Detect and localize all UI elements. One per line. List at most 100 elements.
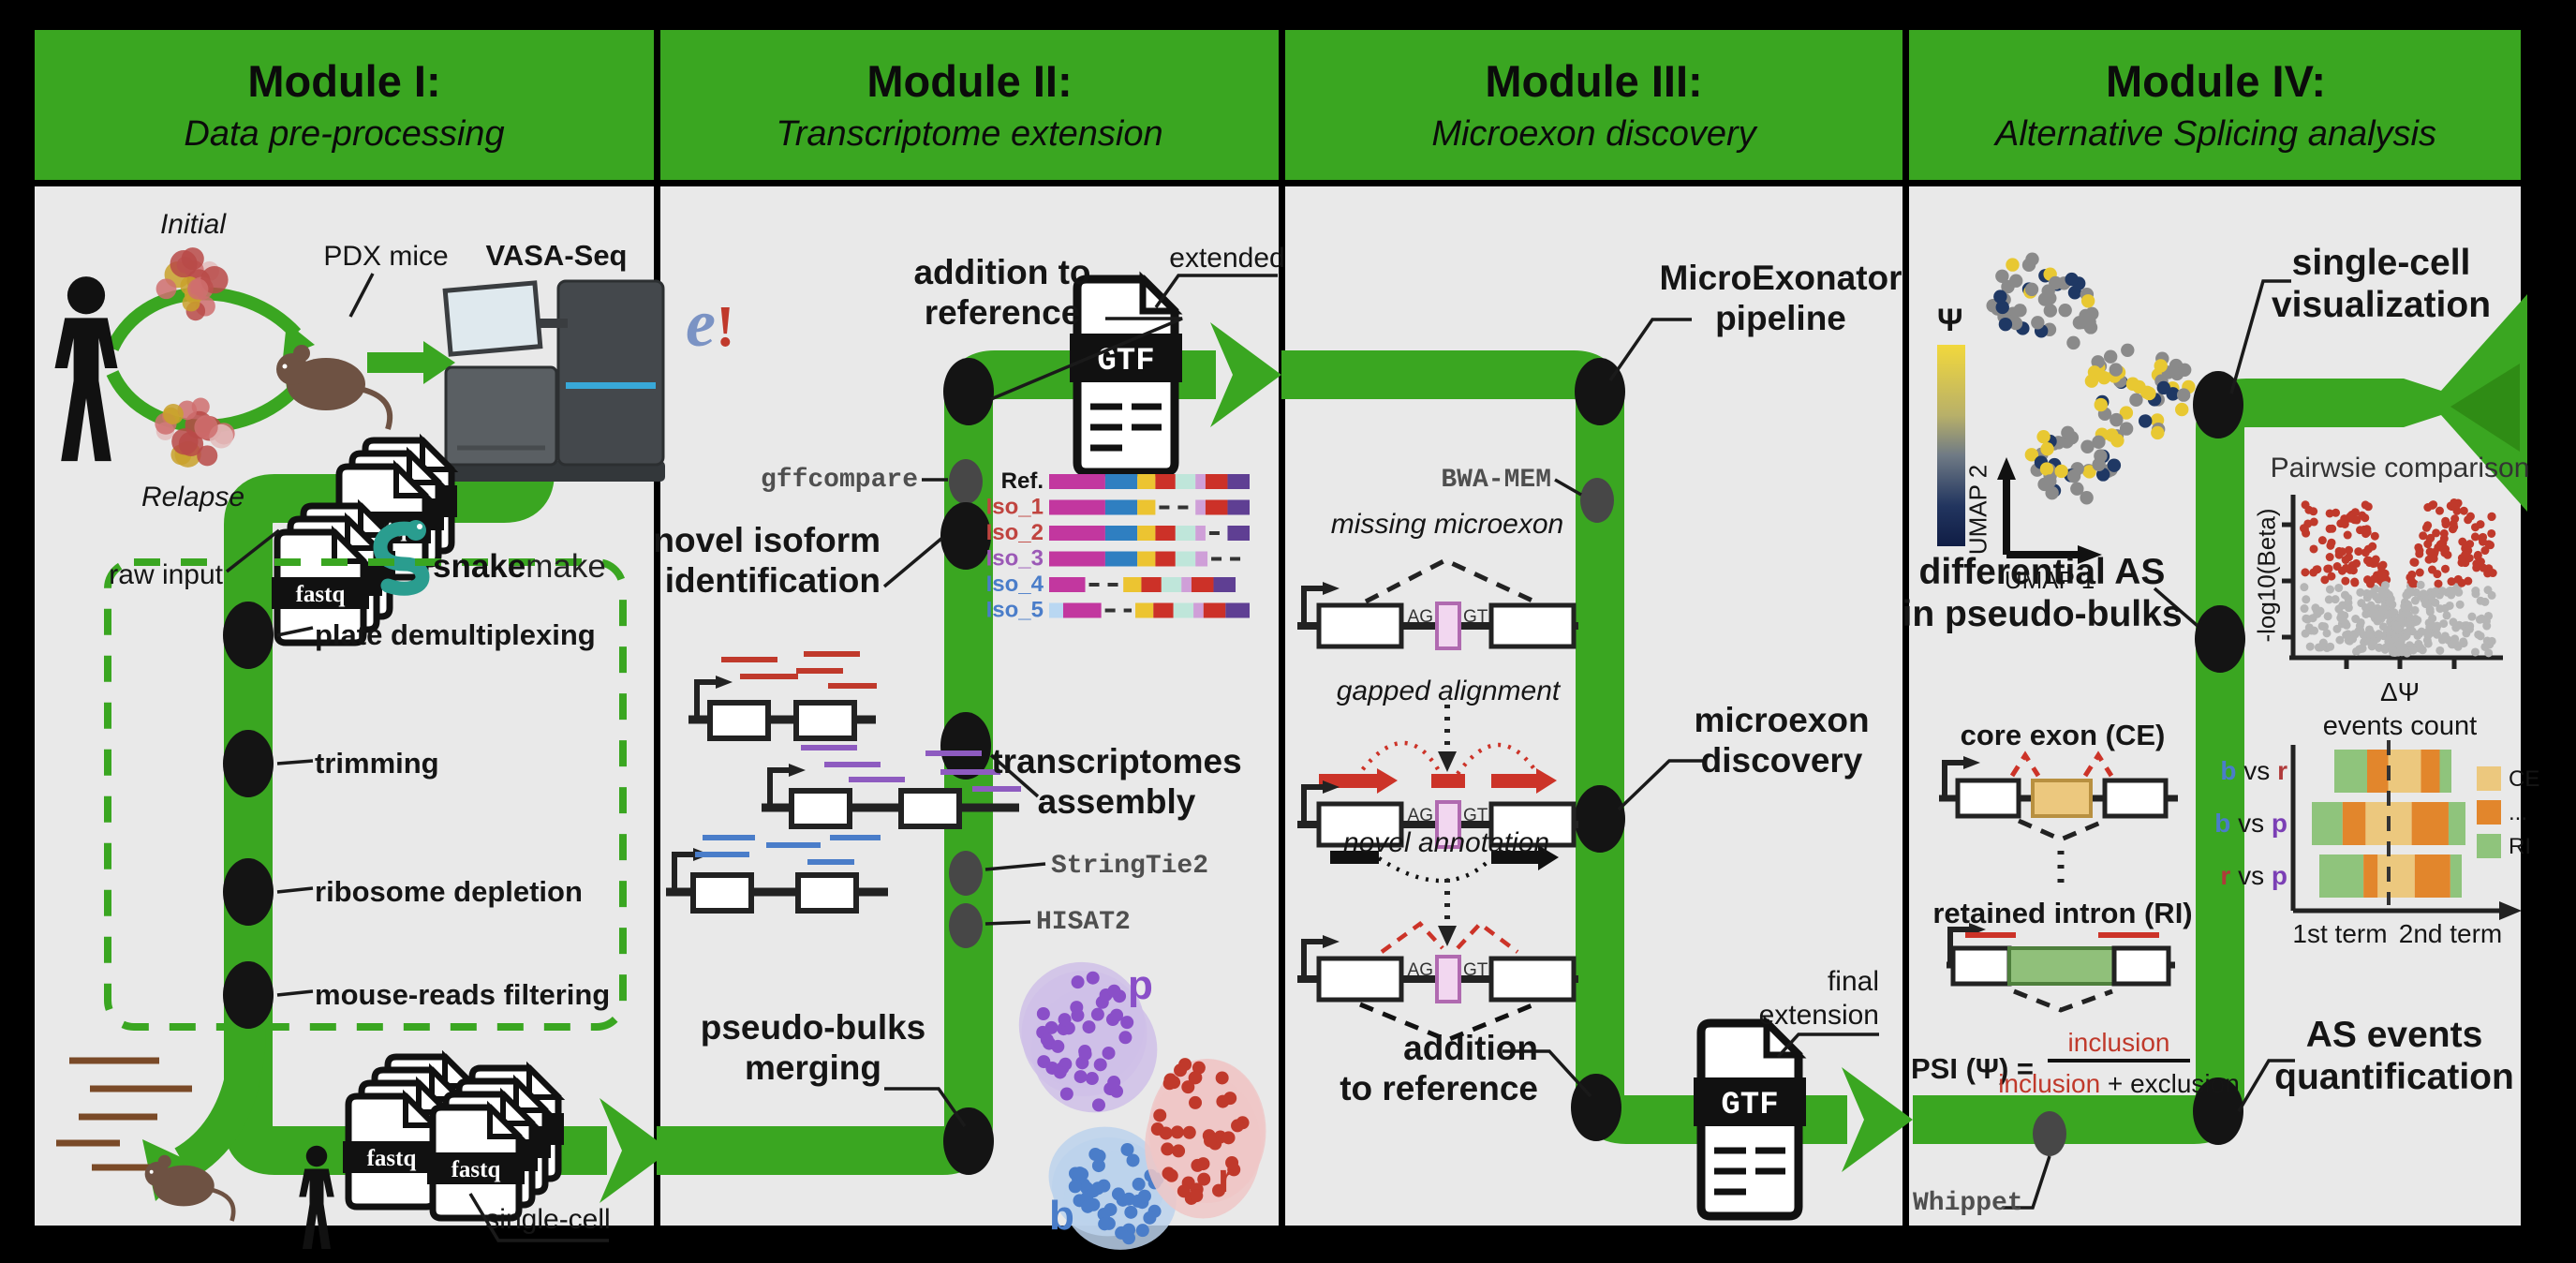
snakemake-rest: make	[526, 548, 606, 585]
legend-ce: CE	[2509, 766, 2540, 792]
initial-label: Initial	[159, 209, 227, 240]
ag-label: AG	[1408, 806, 1433, 825]
pseudobulk-clusters	[1018, 961, 1266, 1250]
module1-subtitle: Data pre-processing	[184, 114, 505, 154]
events-row-bvr: b vs r	[2220, 755, 2287, 787]
gt-label: GT	[1463, 960, 1488, 980]
divider-1	[654, 23, 660, 1232]
pdx-mice-label: PDX mice	[323, 241, 449, 272]
arrow-into-module3	[1210, 322, 1281, 427]
asq-line2: quantification	[2274, 1057, 2514, 1098]
addition-line2: reference	[924, 292, 1081, 332]
patient-icon	[54, 276, 118, 462]
bwa-mem-label: BWA-MEM	[1441, 466, 1551, 495]
m4-nodes	[2033, 371, 2245, 1156]
vasa-seq-label: VASA-Seq	[485, 239, 628, 272]
module4-subtitle: Alternative Splicing analysis	[1994, 114, 2436, 154]
tumor-initial-cells	[155, 247, 229, 321]
final-extension-label: final extension	[1759, 965, 1879, 1033]
row2-vs: vs	[2230, 809, 2272, 838]
row1-b: r	[2277, 756, 2287, 785]
missing-microexon-diagram: AG GT	[1297, 557, 1578, 650]
assembly-line2: assembly	[1037, 781, 1196, 821]
novel-isoform-line2: identification	[664, 560, 881, 600]
snakemake-dashed-box	[104, 558, 627, 1031]
module1-title: Module I:	[247, 56, 441, 106]
differential-line1: differential AS	[1918, 552, 2166, 592]
row3-vs: vs	[2230, 861, 2272, 890]
addition2-line1: addition	[1403, 1029, 1538, 1067]
psi-colorbar	[1937, 345, 1965, 546]
addition-to-reference2-label: addition to reference	[1340, 1029, 1538, 1109]
leader-lines	[225, 273, 2295, 1242]
svg-text:Iso_2: Iso_2	[986, 520, 1044, 545]
extended-label: extended	[1169, 243, 1285, 274]
relapse-label: Relapse	[141, 482, 245, 513]
module3-subtitle: Microexon discovery	[1431, 114, 1756, 154]
gapped-alignment-label: gapped alignment	[1336, 676, 1561, 706]
gt-label: GT	[1463, 806, 1488, 825]
step-trimming: trimming	[315, 747, 439, 780]
volcano-xlabel: ΔΨ	[2379, 677, 2421, 706]
module2-header: Module II: Transcriptome extension	[660, 23, 1279, 186]
novel-annotation-label: novel annotation	[1342, 827, 1550, 858]
scv-line2: visualization	[2271, 285, 2492, 326]
tumor-relapse-cells	[155, 397, 235, 468]
mouse-reads-lines	[56, 1057, 192, 1171]
gene-model-purple-reads	[762, 745, 1021, 829]
psi-numerator: inclusion	[2067, 1028, 2170, 1057]
umap1-axis-label: UMAP 1	[2004, 566, 2095, 594]
whippet-label: Whippet	[1913, 1189, 2023, 1218]
ag-label: AG	[1408, 607, 1433, 627]
module4-header: Module IV: Alternative Splicing analysis	[1909, 23, 2523, 186]
final-line1: final	[1827, 966, 1879, 997]
raw-input-label: raw input	[109, 559, 223, 590]
microexonator-label: MicroExonator pipeline	[1659, 259, 1902, 339]
events-term1: 1st term	[2292, 919, 2388, 948]
pairwise-comparison-title: Pairwsie comparison	[2270, 453, 2530, 483]
addition-to-reference-label: addition to reference	[913, 253, 1090, 334]
gapped-alignment-diagram: AG GT	[1297, 705, 1578, 884]
module2-title: Module II:	[866, 56, 1073, 106]
snakemake-icon	[373, 520, 430, 596]
events-legend-swatches	[2477, 766, 2501, 858]
cluster-r-label: r	[1218, 1155, 1235, 1201]
asq-line1: AS events	[2305, 1015, 2483, 1055]
svg-text:Ref.: Ref.	[1001, 468, 1044, 494]
step-ribosome-depletion: ribosome depletion	[315, 875, 583, 908]
volcano-ylabel: -log10(Beta)	[2252, 508, 2281, 643]
cluster-b-label: b	[1049, 1193, 1074, 1239]
events-row-rvp: r vs p	[2220, 860, 2287, 892]
events-row-bvp: b vs p	[2214, 808, 2287, 840]
module2-subtitle: Transcriptome extension	[776, 114, 1163, 154]
final-line2: extension	[1758, 1000, 1879, 1031]
single-cell-label: single-cell	[485, 1204, 611, 1235]
discovery-line2: discovery	[1700, 740, 1863, 780]
novel-annotation-diagram: AG GT	[1297, 879, 1578, 1043]
core-exon-diagram	[1939, 750, 2178, 890]
gffcompare-label: gffcompare	[760, 466, 918, 495]
legend-ri: RI	[2509, 834, 2531, 859]
pipe-module1	[224, 448, 607, 1175]
umap-axes	[1997, 457, 2102, 564]
events-term2: 2nd term	[2398, 919, 2503, 948]
microexon-discovery-label: microexon discovery	[1694, 701, 1869, 781]
retained-intron-diagram	[1947, 923, 2175, 1013]
divider-3	[1902, 23, 1909, 1232]
ensembl-logo: e!	[686, 283, 735, 364]
m1-step-nodes	[223, 602, 274, 1029]
single-cell-visualization-label: single-cell visualization	[2272, 242, 2491, 326]
output-funnel-inner	[2450, 364, 2520, 452]
volcano-axes	[2282, 495, 2503, 669]
addition2-line2: to reference	[1340, 1068, 1538, 1107]
psi-den-inclusion: inclusion	[1998, 1069, 2101, 1098]
discovery-line1: microexon	[1694, 701, 1870, 739]
gene-model-red-reads	[688, 651, 877, 741]
gtf-final-icon	[1694, 1023, 1806, 1216]
ensembl-e: e	[686, 286, 716, 361]
svg-text:Iso_1: Iso_1	[986, 495, 1044, 520]
retained-intron-label: retained intron (RI)	[1932, 897, 2193, 929]
gt-label: GT	[1463, 607, 1488, 627]
